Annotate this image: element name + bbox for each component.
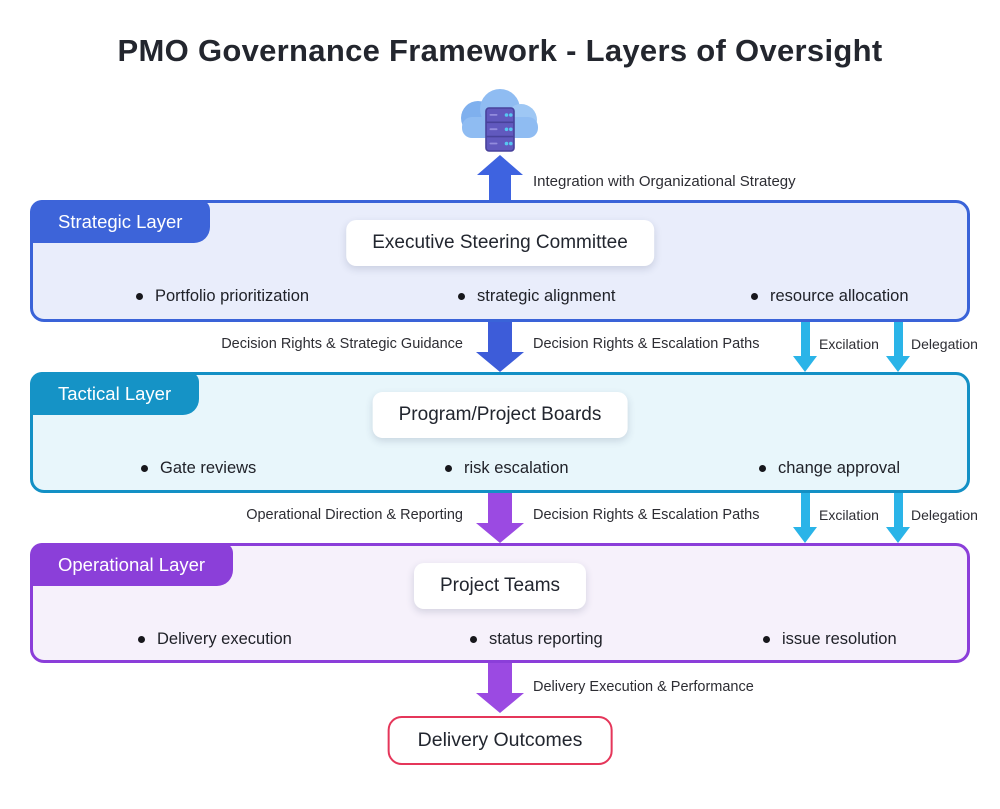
bullet-dot-icon	[470, 636, 477, 643]
delivery-outcomes-box: Delivery Outcomes	[387, 716, 613, 765]
bullet-dot-icon	[751, 293, 758, 300]
layer-tab-operational: Operational Layer	[30, 543, 234, 586]
delegation-label: Delegation	[911, 507, 978, 523]
bullet-item: strategic alignment	[458, 287, 616, 306]
bullet-label: status reporting	[489, 630, 603, 648]
layer-box-tactical: Tactical Layer Program/Project Boards Ga…	[30, 372, 970, 493]
escalation-label: Excilation	[819, 336, 879, 352]
committee-box-operational: Project Teams	[413, 563, 587, 609]
bullet-label: Portfolio prioritization	[155, 287, 310, 305]
bullet-dot-icon	[763, 636, 770, 643]
flow-label-right: Decision Rights & Escalation Paths	[533, 336, 760, 352]
bullet-label: Gate reviews	[160, 459, 257, 477]
bullet-item: Gate reviews	[141, 459, 256, 478]
bullet-item: status reporting	[470, 630, 603, 649]
down-arrow-operational-to-outcomes-icon	[476, 663, 524, 713]
diagram-title: PMO Governance Framework - Layers of Ove…	[117, 33, 883, 68]
escalation-arrow-icon	[793, 322, 817, 372]
bullet-dot-icon	[141, 465, 148, 472]
layer-box-operational: Operational Layer Project Teams Delivery…	[30, 543, 970, 663]
bullet-dot-icon	[458, 293, 465, 300]
bullet-item: Portfolio prioritization	[136, 287, 309, 306]
down-arrow-tactical-to-operational-icon	[476, 493, 524, 543]
bullet-label: risk escalation	[464, 459, 569, 477]
delegation-arrow-icon	[886, 322, 910, 372]
layer-box-strategic: Strategic Layer Executive Steering Commi…	[30, 200, 970, 322]
integration-up-arrow-icon	[477, 155, 523, 201]
delegation-arrow-icon	[886, 493, 910, 543]
flow-label-left: Decision Rights & Strategic Guidance	[221, 336, 463, 352]
bullet-item: resource allocation	[751, 287, 909, 306]
bullet-label: resource allocation	[770, 287, 909, 305]
bullet-label: change approval	[778, 459, 901, 477]
committee-box-strategic: Executive Steering Committee	[346, 220, 654, 266]
bullet-label: strategic alignment	[477, 287, 616, 305]
bullet-item: change approval	[759, 459, 900, 478]
escalation-label: Excilation	[819, 507, 879, 523]
bullet-dot-icon	[445, 465, 452, 472]
integration-label: Integration with Organizational Strategy	[533, 173, 796, 190]
bullet-dot-icon	[138, 636, 145, 643]
bullet-item: risk escalation	[445, 459, 569, 478]
layer-tab-strategic: Strategic Layer	[30, 200, 211, 243]
bullet-dot-icon	[136, 293, 143, 300]
bullet-item: Delivery execution	[138, 630, 292, 649]
flow-label-left: Operational Direction & Reporting	[246, 507, 463, 523]
bullet-label: Delivery execution	[157, 630, 292, 648]
delivery-performance-label: Delivery Execution & Performance	[533, 679, 754, 695]
down-arrow-strategic-to-tactical-icon	[476, 322, 524, 372]
bullet-label: issue resolution	[782, 630, 897, 648]
bullet-dot-icon	[759, 465, 766, 472]
bullet-item: issue resolution	[763, 630, 897, 649]
escalation-arrow-icon	[793, 493, 817, 543]
committee-box-tactical: Program/Project Boards	[372, 392, 628, 438]
flow-label-right: Decision Rights & Escalation Paths	[533, 507, 760, 523]
layer-tab-tactical: Tactical Layer	[30, 372, 200, 415]
cloud-server-icon	[450, 88, 550, 156]
delegation-label: Delegation	[911, 336, 978, 352]
